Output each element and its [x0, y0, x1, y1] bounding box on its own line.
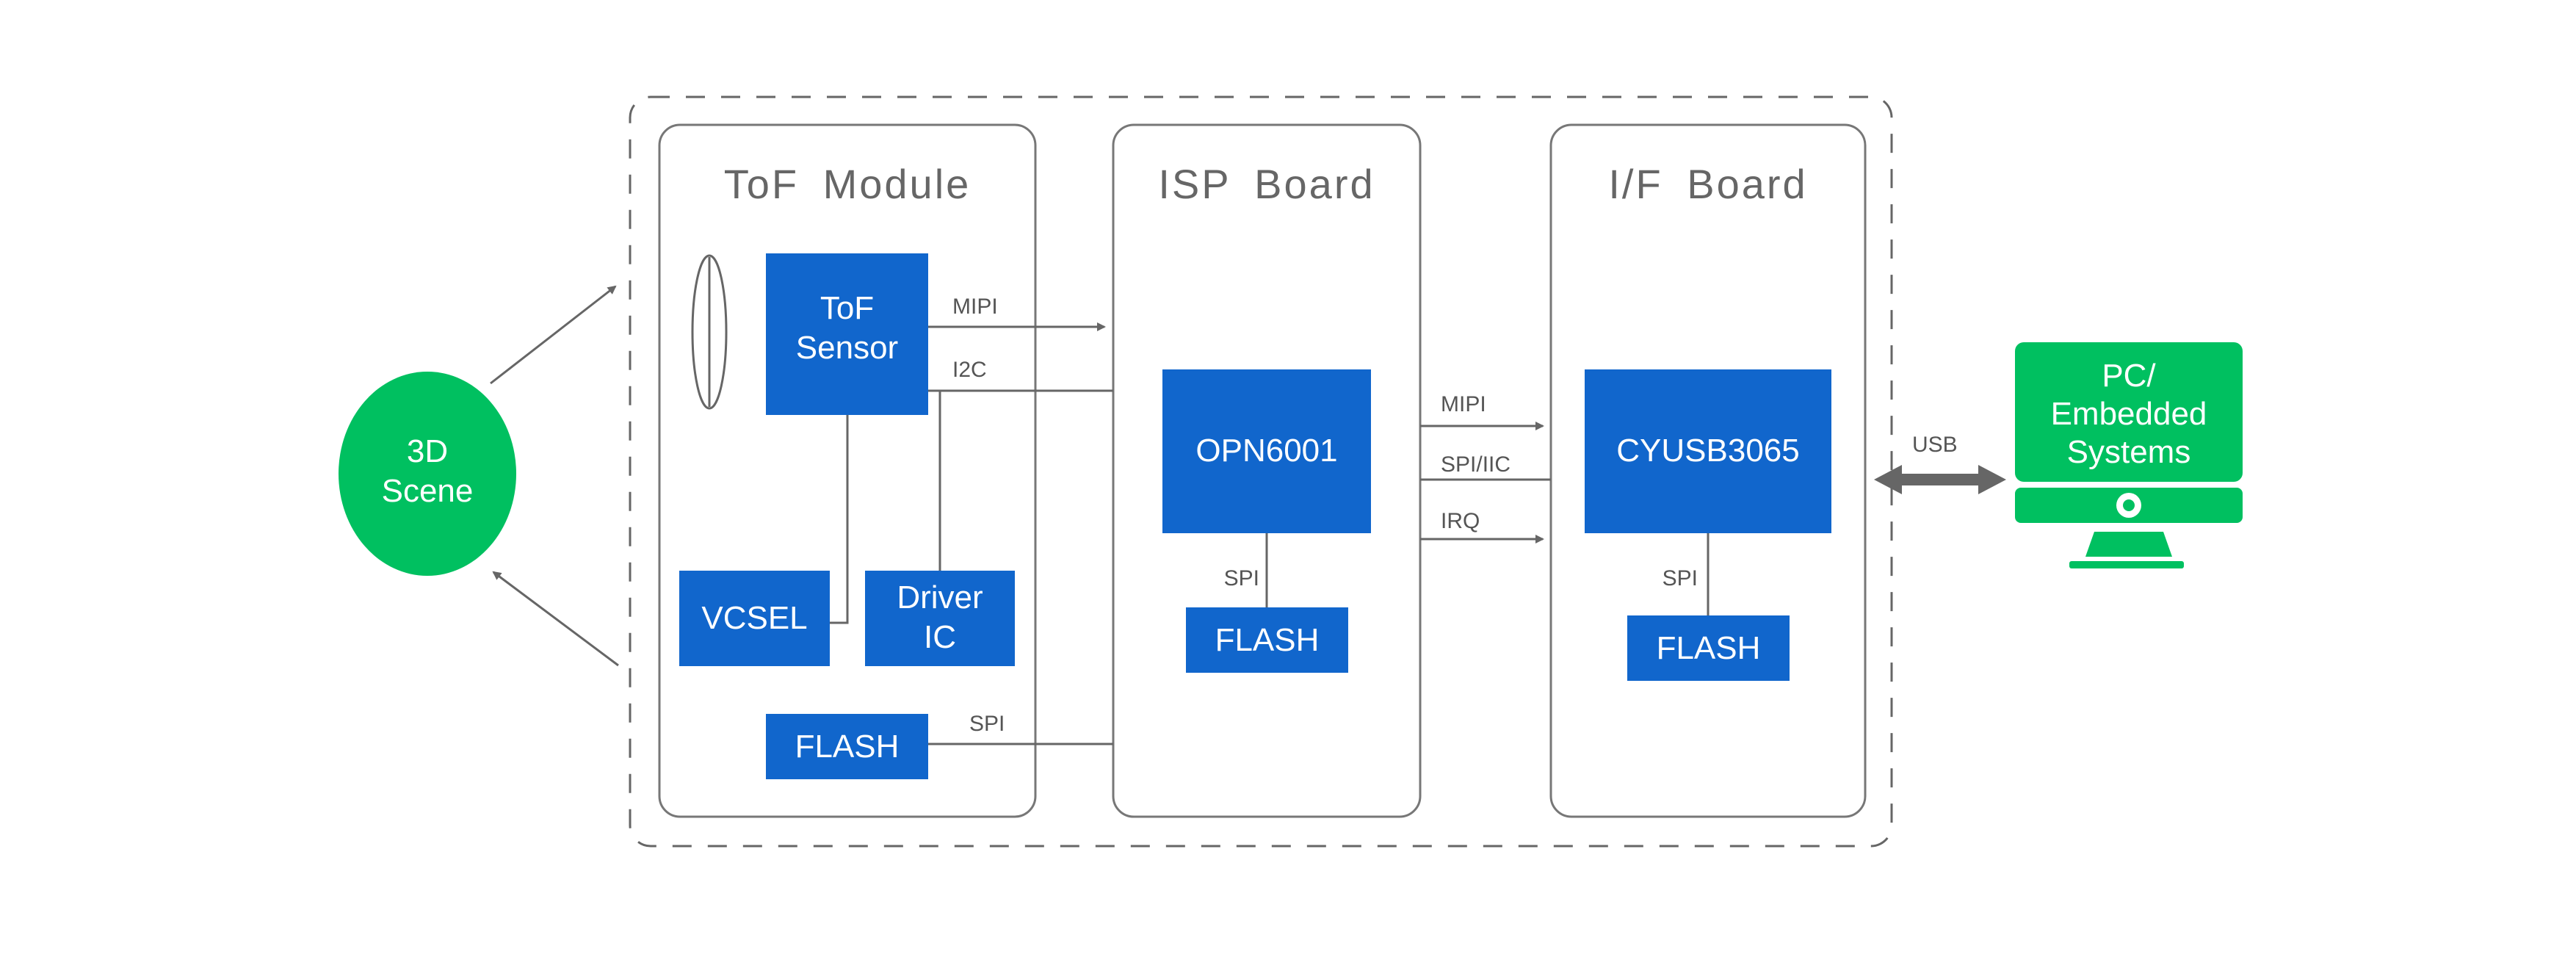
- pc-label: PC/ Embedded Systems: [2015, 357, 2243, 472]
- pc-line3: Systems: [2066, 434, 2191, 470]
- usb-double-arrow: [1874, 465, 2006, 494]
- monitor-icon: [2015, 342, 2243, 568]
- isp-board-title: ISP Board: [1158, 161, 1375, 207]
- tof-module-title: ToF Module: [723, 161, 972, 207]
- system-boundary: [629, 95, 1893, 848]
- spi-tof-label: SPI: [969, 712, 1005, 736]
- driver-ic-label: Driver IC: [865, 578, 1015, 657]
- usb-label: USB: [1912, 433, 1958, 457]
- if-flash-block: [1627, 615, 1790, 681]
- tof-flash-label: FLASH: [795, 729, 900, 765]
- i2c-label: I2C: [952, 358, 987, 382]
- tof-sensor-label: ToF Sensor: [766, 289, 928, 368]
- cyusb3065-label: CYUSB3065: [1616, 433, 1800, 469]
- irq-label: IRQ: [1441, 509, 1480, 533]
- isp-spi-label: SPI: [1223, 566, 1259, 590]
- driver-ic-line2: IC: [924, 619, 956, 655]
- scene-label-line1: 3D: [406, 433, 449, 469]
- pc-line2: Embedded: [2050, 396, 2207, 432]
- tof-sensor-line1: ToF: [820, 290, 875, 326]
- if-flash-label: FLASH: [1656, 630, 1761, 666]
- isp-flash-block: [1186, 607, 1348, 673]
- mipi-tof-label: MIPI: [952, 295, 998, 319]
- spi-iic-label: SPI/IIC: [1441, 452, 1511, 477]
- vcsel-label: VCSEL: [701, 600, 808, 636]
- pc-line1: PC/: [2102, 358, 2156, 394]
- scene-ellipse: [339, 372, 516, 576]
- scene-label-line2: Scene: [381, 473, 474, 509]
- driver-ic-block: [865, 571, 1015, 666]
- if-spi-label: SPI: [1662, 566, 1698, 590]
- tof-sensor-line2: Sensor: [795, 330, 899, 366]
- driver-ic-line1: Driver: [897, 579, 983, 615]
- isp-flash-label: FLASH: [1215, 622, 1320, 658]
- vcsel-block: [679, 571, 830, 666]
- vcsel-wire: [830, 415, 849, 624]
- arrow-to-module: [490, 285, 617, 385]
- opn6001-block: [1162, 369, 1371, 533]
- tof-flash-block: [766, 714, 928, 779]
- if-board-title: I/F Board: [1608, 161, 1808, 207]
- arrow-to-scene: [492, 571, 619, 667]
- scene-label: 3D Scene: [339, 432, 516, 511]
- mipi-isp-label: MIPI: [1441, 392, 1486, 416]
- opn6001-label: OPN6001: [1195, 433, 1338, 469]
- cyusb3065-block: [1585, 369, 1831, 533]
- tof-sensor-block: [766, 253, 928, 415]
